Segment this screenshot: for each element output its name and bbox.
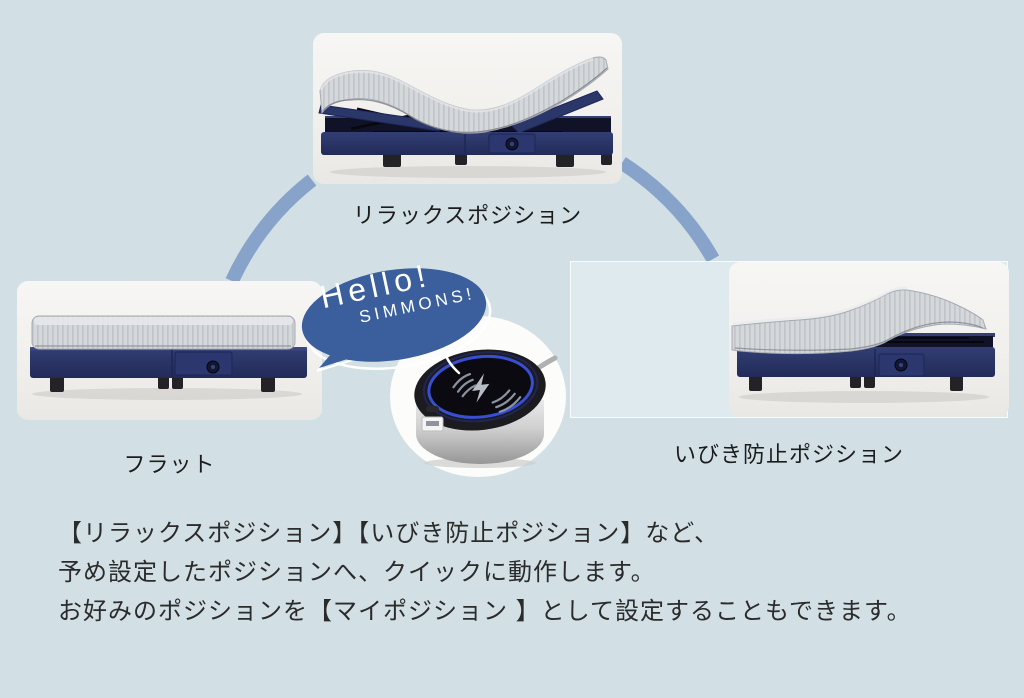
callout-line — [443, 351, 461, 375]
usb-c-port — [426, 406, 439, 412]
relax-position-photo — [313, 33, 622, 184]
relax-position-label: リラックスポジション — [352, 203, 583, 228]
flat-position-photo — [17, 281, 322, 420]
signal-waves-icon — [452, 373, 522, 413]
description-line-1: 【リラックスポジション】【いびき防止ポジション】など、 — [58, 520, 720, 547]
connector-arc-left — [225, 174, 317, 284]
flat-bed-illustration — [30, 315, 307, 400]
snore-position-photo — [729, 262, 1009, 417]
charging-bolt-icon — [472, 373, 490, 403]
connector-arc-right — [618, 157, 720, 263]
flat-position-label: フラット — [123, 452, 216, 477]
tilted-mattress — [731, 289, 987, 355]
description-line-3: お好みのポジションを【マイポジション 】として設定することもできます。 — [58, 598, 912, 625]
description-line-2: 予め設定したポジションへ、クイックに動作します。 — [58, 559, 656, 586]
bubble-tail — [319, 347, 357, 368]
bubble-shape — [301, 268, 487, 362]
speech-bubble — [301, 268, 492, 375]
smart-device-photo — [414, 349, 558, 468]
snore-bed-illustration — [731, 286, 995, 403]
description: 【リラックスポジション】【いびき防止ポジション】など、 予め設定したポジションへ… — [58, 514, 1008, 631]
led-ring — [427, 354, 534, 419]
relax-bed-illustration — [318, 56, 613, 178]
snore-position-label: いびき防止ポジション — [673, 442, 904, 467]
